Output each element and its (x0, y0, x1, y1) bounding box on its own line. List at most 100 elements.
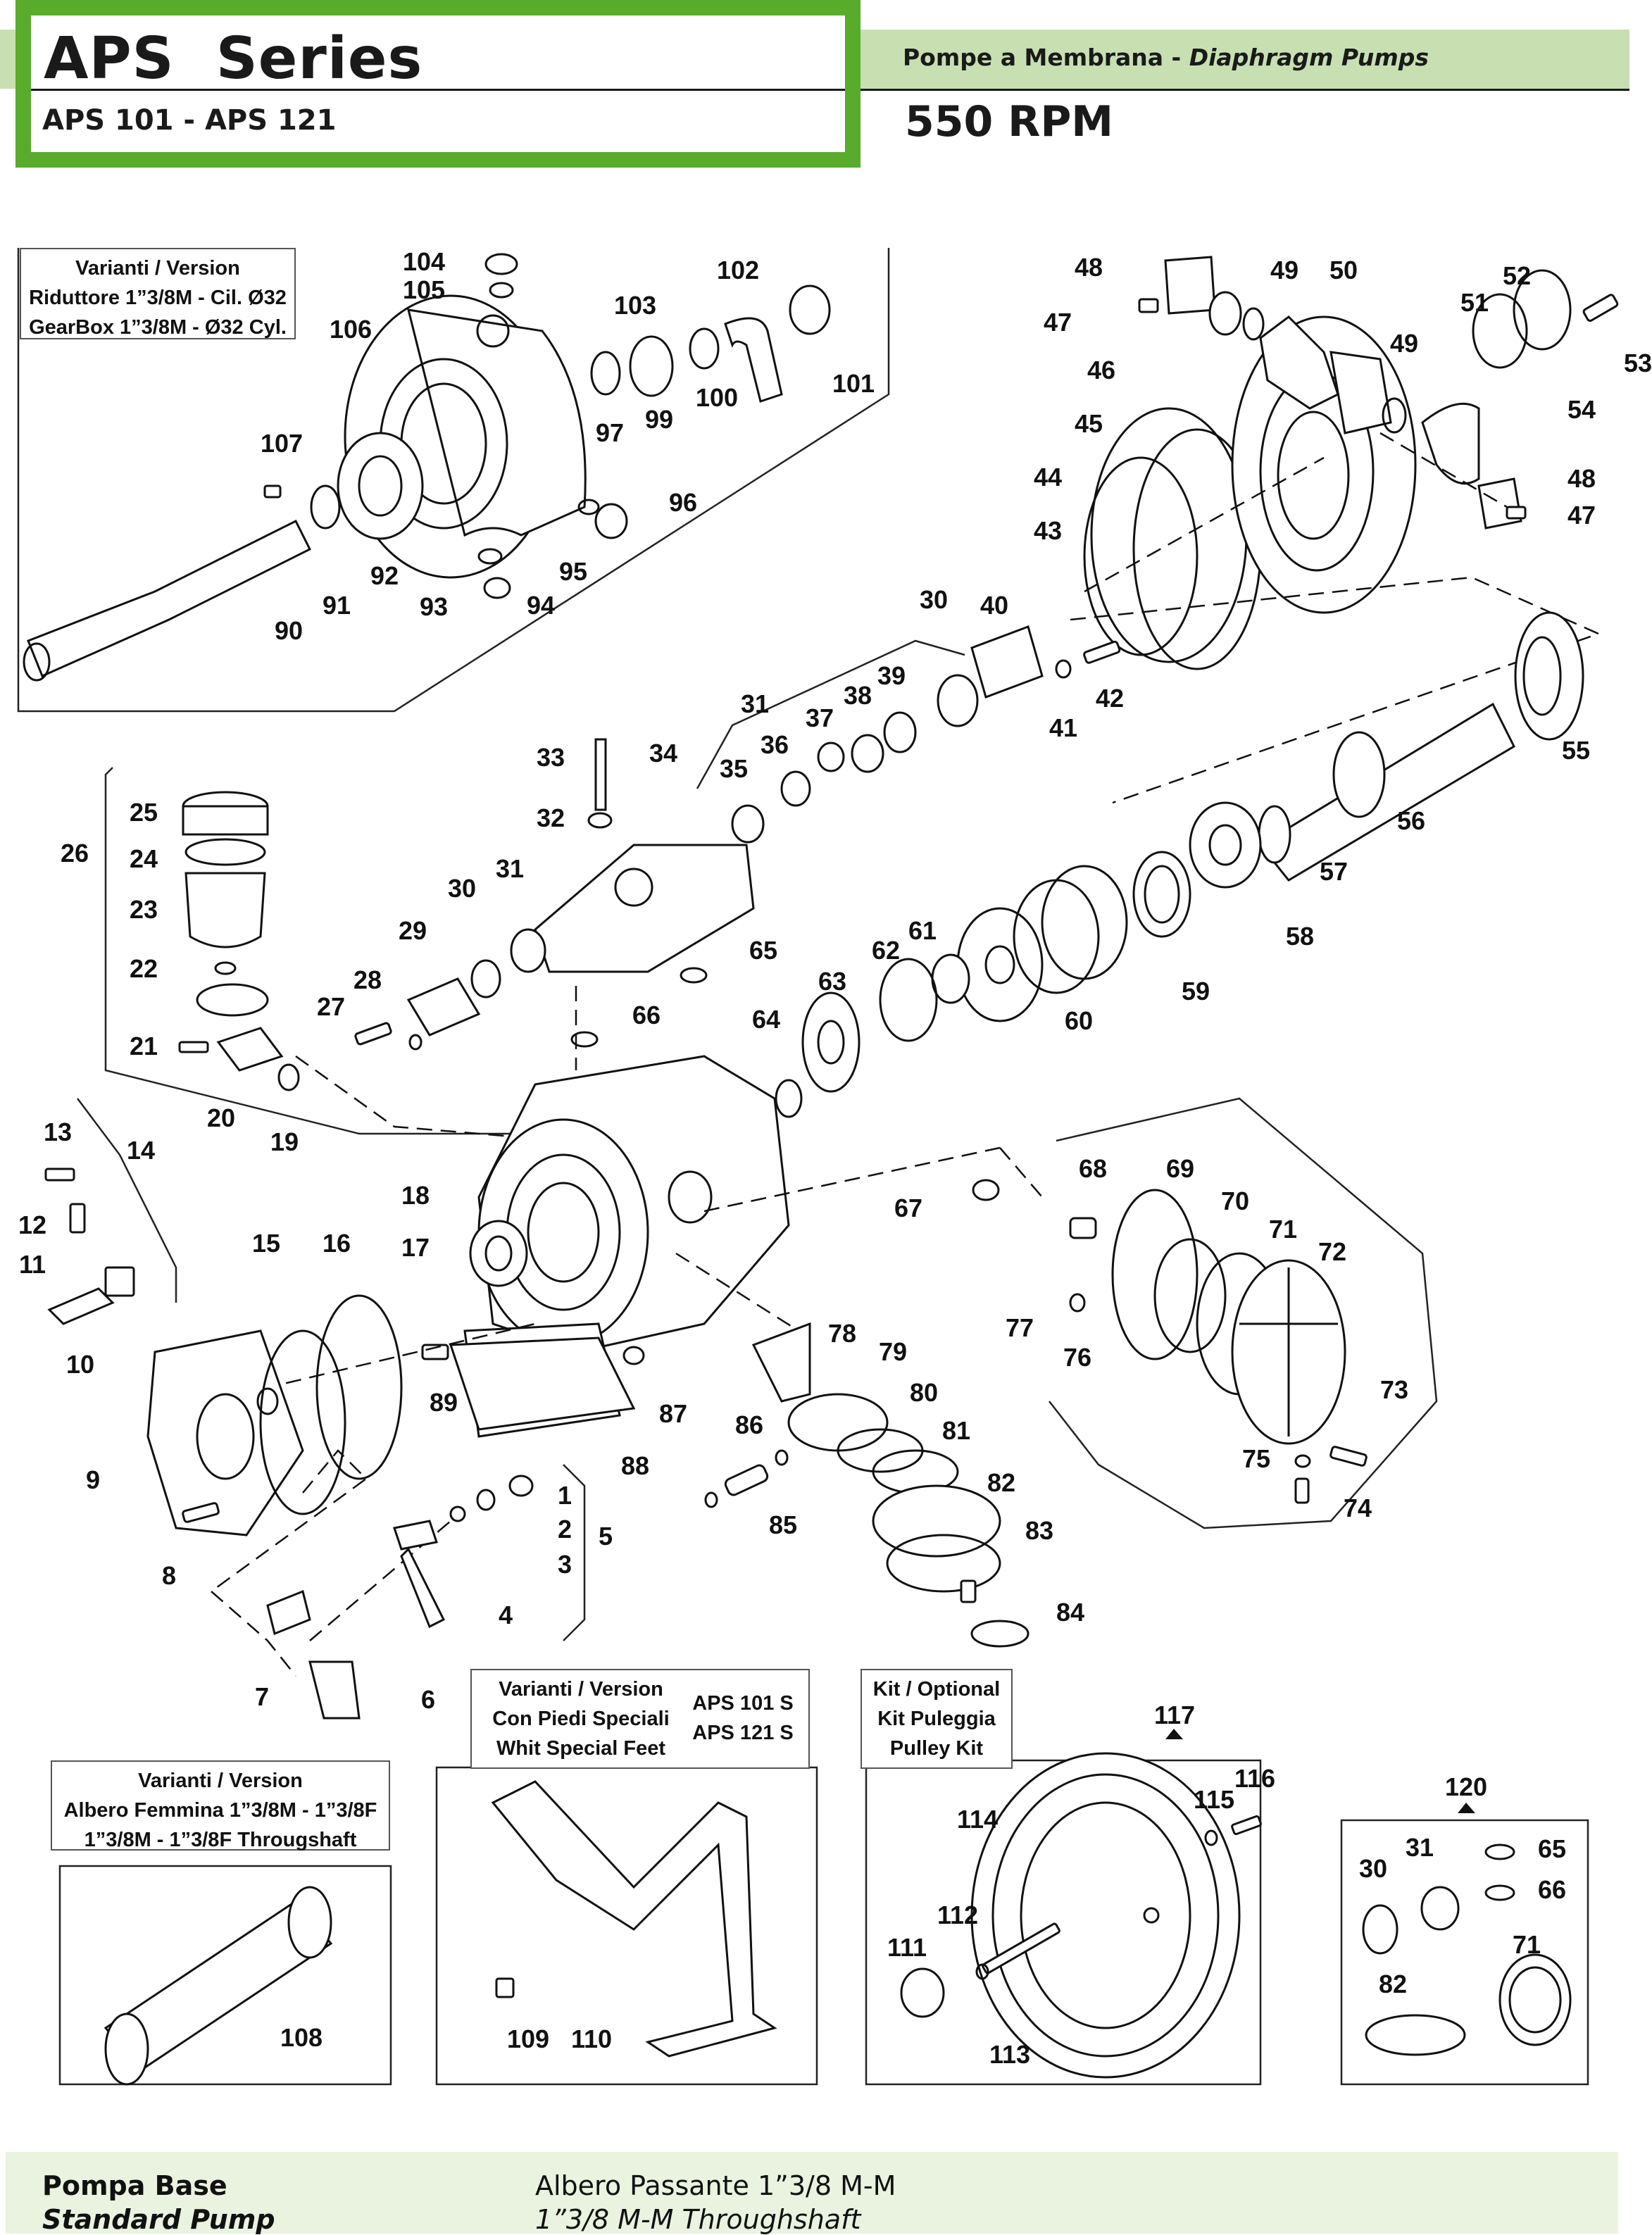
part-label-90: 90 (274, 616, 304, 645)
title-rule (31, 89, 845, 91)
valve-assembly (696, 625, 1121, 844)
connecting-rod-parts (704, 1322, 1030, 1648)
part-label-65b: 65 (1537, 1834, 1567, 1863)
part-label-21: 21 (129, 1032, 158, 1060)
footer-pump-type-it: Pompa Base (42, 2170, 227, 2201)
part-label-34: 34 (649, 739, 678, 768)
part-label-5: 5 (598, 1522, 613, 1551)
part-label-24: 24 (129, 844, 158, 873)
part-label-48a: 48 (1074, 253, 1103, 282)
part-label-96: 96 (668, 488, 698, 517)
part-label-45: 45 (1074, 409, 1103, 438)
part-label-30b: 30 (447, 874, 477, 903)
kit-marker-120 (1458, 1803, 1475, 1813)
part-label-89: 89 (429, 1388, 458, 1417)
part-label-28: 28 (353, 965, 382, 994)
part-label-9: 9 (85, 1465, 101, 1494)
part-label-106: 106 (329, 315, 373, 344)
gearbox-variant-frame (17, 248, 890, 713)
part-label-54: 54 (1567, 395, 1596, 424)
part-label-82b: 82 (1378, 1970, 1408, 1998)
part-label-53: 53 (1623, 349, 1652, 377)
part-label-49a: 49 (1270, 256, 1299, 284)
part-label-102: 102 (716, 256, 760, 284)
part-label-51: 51 (1460, 288, 1489, 317)
part-label-93: 93 (419, 592, 449, 621)
part-label-39: 39 (877, 661, 906, 690)
part-label-25: 25 (129, 798, 158, 827)
part-label-6: 6 (420, 1685, 436, 1714)
part-label-113: 113 (989, 2040, 1031, 2069)
pulley-kit-line-1: Kit / Optional (872, 1678, 1001, 1701)
part-label-67: 67 (894, 1194, 923, 1222)
part-label-62: 62 (871, 936, 901, 965)
bearing-seal-stack (775, 801, 1262, 1118)
part-label-60: 60 (1064, 1006, 1094, 1035)
part-label-88: 88 (620, 1451, 650, 1480)
part-label-87: 87 (658, 1399, 688, 1428)
part-label-14: 14 (126, 1136, 156, 1165)
part-label-83: 83 (1025, 1516, 1054, 1545)
part-label-47a: 47 (1043, 308, 1072, 337)
pump-head-assembly (1083, 256, 1619, 670)
part-label-103: 103 (613, 291, 657, 320)
part-label-78: 78 (827, 1319, 857, 1348)
part-label-77: 77 (1005, 1313, 1034, 1342)
part-label-76: 76 (1063, 1343, 1092, 1372)
part-label-105: 105 (402, 275, 446, 304)
special-feet-variant-frame (435, 1766, 818, 2086)
series-title: APS Series (44, 25, 423, 92)
part-label-110: 110 (570, 2024, 613, 2053)
variant-feet-model-2: APS 121 S (692, 1722, 794, 1744)
part-label-69: 69 (1165, 1154, 1195, 1183)
head-cover-group-77 (972, 1097, 1438, 1529)
part-label-19: 19 (270, 1127, 299, 1156)
part-label-85: 85 (768, 1510, 798, 1539)
part-label-71a: 71 (1268, 1215, 1298, 1244)
part-label-52: 52 (1502, 261, 1532, 290)
part-label-81: 81 (941, 1416, 971, 1445)
rpm-value: 550 RPM (905, 97, 1114, 146)
category-it: Pompe a Membrana - (903, 44, 1189, 71)
part-label-97: 97 (595, 418, 625, 447)
part-label-23: 23 (129, 895, 158, 924)
part-label-20: 20 (206, 1103, 236, 1132)
part-label-75: 75 (1241, 1444, 1271, 1473)
footer-shaft-en: 1”3/8 M-M Throughshaft (535, 2204, 861, 2235)
variant-shaft-line-2: Albero Femmina 1”3/8M - 1”3/8F (63, 1799, 377, 1822)
bleed-valve-14 (44, 1098, 177, 1325)
part-label-3: 3 (557, 1550, 572, 1579)
category-title: Pompe a Membrana - Diaphragm Pumps (903, 44, 1429, 71)
part-label-116: 116 (1234, 1764, 1276, 1793)
part-label-42: 42 (1095, 684, 1125, 713)
part-label-43: 43 (1033, 516, 1063, 545)
outlet-valve-group-5 (266, 1464, 586, 1720)
part-label-41: 41 (1049, 713, 1078, 742)
part-label-86: 86 (734, 1410, 764, 1439)
variant-shaft-line-1: Varianti / Version (138, 1770, 303, 1792)
category-en: Diaphragm Pumps (1189, 44, 1429, 71)
part-label-99: 99 (644, 405, 674, 434)
part-label-59: 59 (1181, 977, 1210, 1006)
part-label-94: 94 (526, 591, 556, 620)
part-label-72: 72 (1318, 1237, 1347, 1266)
variant-box-gearbox: Varianti / Version Riduttore 1”3/8M - Ci… (20, 248, 296, 339)
part-label-66b: 66 (1537, 1875, 1567, 1904)
pulley-kit-line-3: Pulley Kit (889, 1737, 984, 1760)
part-label-22: 22 (129, 954, 158, 983)
part-label-65: 65 (749, 936, 778, 965)
part-label-13: 13 (43, 1118, 73, 1146)
part-label-1: 1 (557, 1481, 572, 1510)
part-label-64: 64 (751, 1005, 781, 1034)
diaphragm-cartridge-26 (104, 767, 613, 1142)
variant-feet-line-2: Con Piedi Speciali (492, 1708, 670, 1730)
main-shaft-56 (1258, 611, 1584, 882)
part-label-115: 115 (1193, 1785, 1235, 1814)
part-label-61: 61 (908, 916, 937, 945)
part-label-32: 32 (536, 803, 565, 832)
support-foot-88 (449, 1336, 636, 1431)
part-label-73: 73 (1379, 1375, 1409, 1404)
part-label-56: 56 (1396, 806, 1426, 835)
part-label-35: 35 (719, 754, 749, 783)
part-label-30c: 30 (1358, 1854, 1388, 1883)
